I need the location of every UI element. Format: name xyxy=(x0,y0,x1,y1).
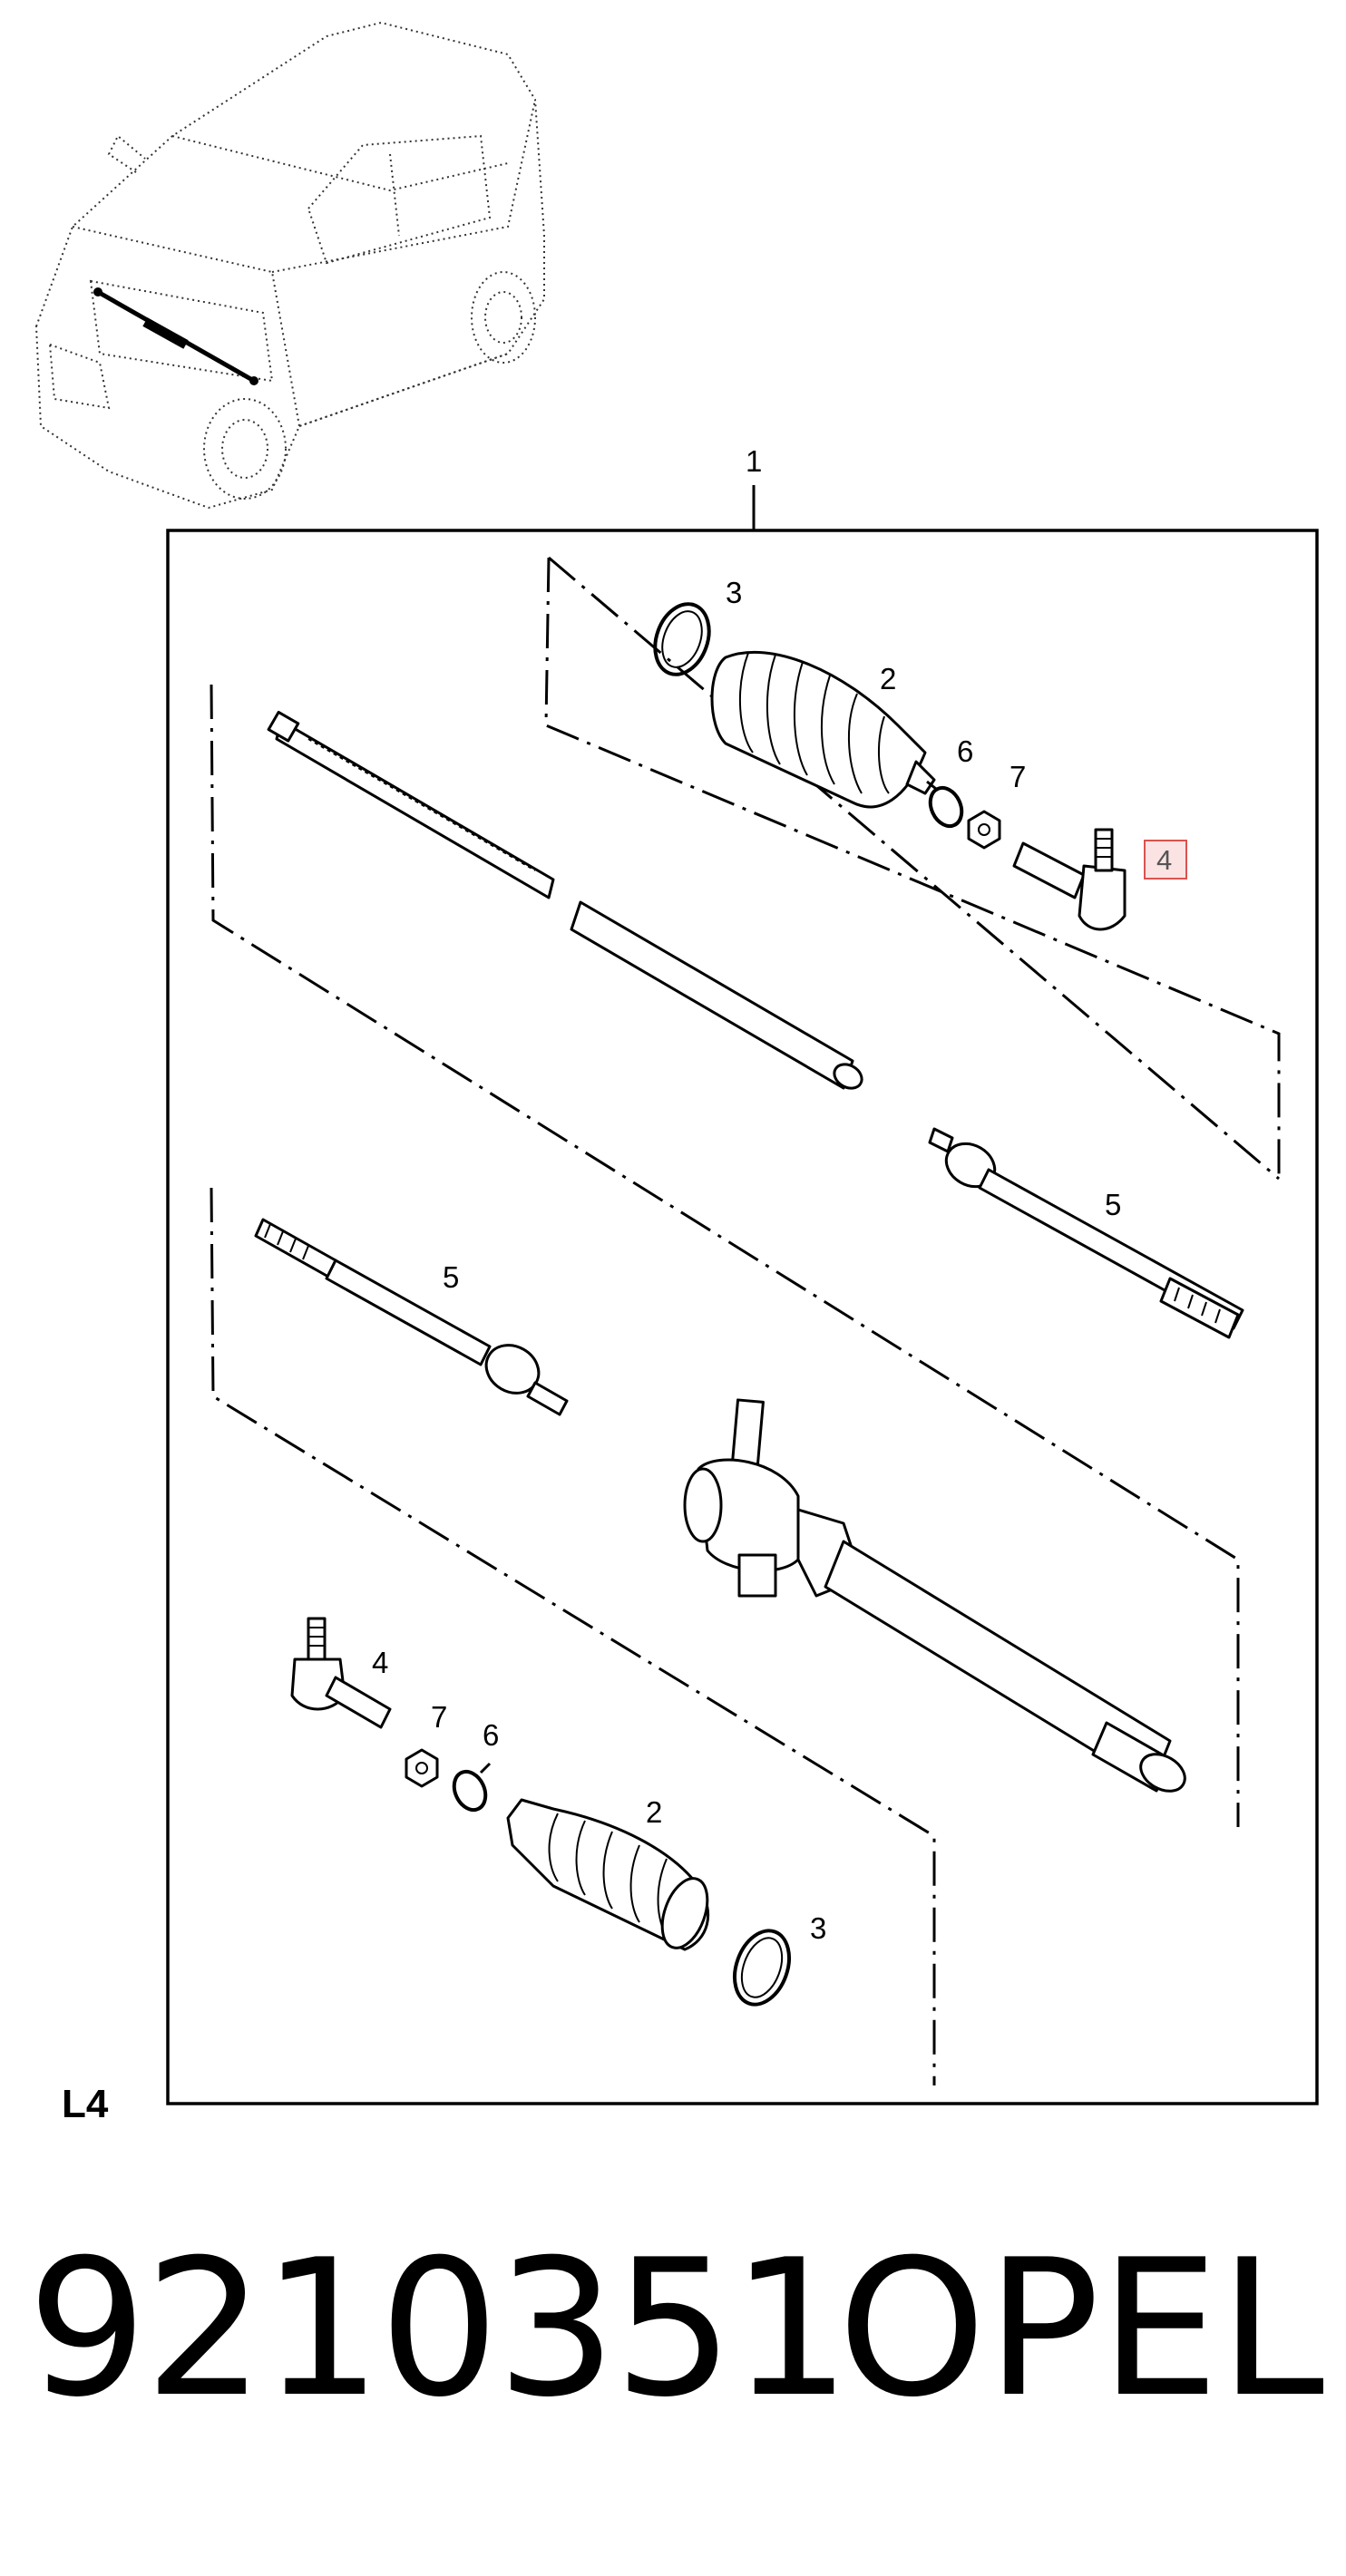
upper-nut xyxy=(967,810,1001,850)
callout-3-upper: 3 xyxy=(726,576,742,609)
callout-4-highlighted: 4 xyxy=(1156,844,1172,876)
callout-2-lower: 2 xyxy=(646,1795,662,1829)
upper-boot xyxy=(710,650,936,809)
lower-clip xyxy=(733,1929,791,2007)
lower-clamp xyxy=(452,1762,492,1813)
callout-2-upper: 2 xyxy=(880,662,896,695)
callout-4-lower: 4 xyxy=(372,1646,388,1679)
upper-kit-outline xyxy=(544,557,1281,1179)
left-inner-tie-rod xyxy=(254,1218,569,1416)
upper-tie-rod-end xyxy=(1012,828,1127,931)
highlight-box xyxy=(1144,840,1187,880)
callout-6-lower: 6 xyxy=(483,1718,499,1752)
callout-7-lower: 7 xyxy=(431,1700,447,1734)
callout-1: 1 xyxy=(746,444,762,478)
lower-group-outline xyxy=(210,1187,936,2085)
lower-boot xyxy=(506,1798,710,1951)
lower-tie-rod-end xyxy=(290,1617,392,1729)
callout-3-lower: 3 xyxy=(810,1911,826,1945)
steering-rack-diagram: 1 L4 3 2 6 7 xyxy=(34,21,1319,2126)
brand-name: OPEL xyxy=(837,2220,1324,2439)
upper-clip xyxy=(653,602,711,676)
steering-gear-housing xyxy=(683,1398,1186,1793)
rack-group-outline xyxy=(210,684,1240,1827)
callout-5-left: 5 xyxy=(443,1260,459,1294)
upper-clamp xyxy=(926,780,964,829)
assembly-frame xyxy=(166,529,1319,2105)
plate-code: L4 xyxy=(62,2082,109,2126)
callout-7-upper: 7 xyxy=(1010,760,1026,793)
callout-6-upper: 6 xyxy=(957,734,973,768)
vehicle-locator-sketch xyxy=(34,21,545,510)
rack-bar xyxy=(267,710,863,1090)
part-number: 9210351 xyxy=(27,2220,851,2439)
lower-nut xyxy=(405,1748,439,1788)
right-inner-tie-rod xyxy=(928,1127,1244,1339)
callout-5-right: 5 xyxy=(1105,1188,1121,1221)
